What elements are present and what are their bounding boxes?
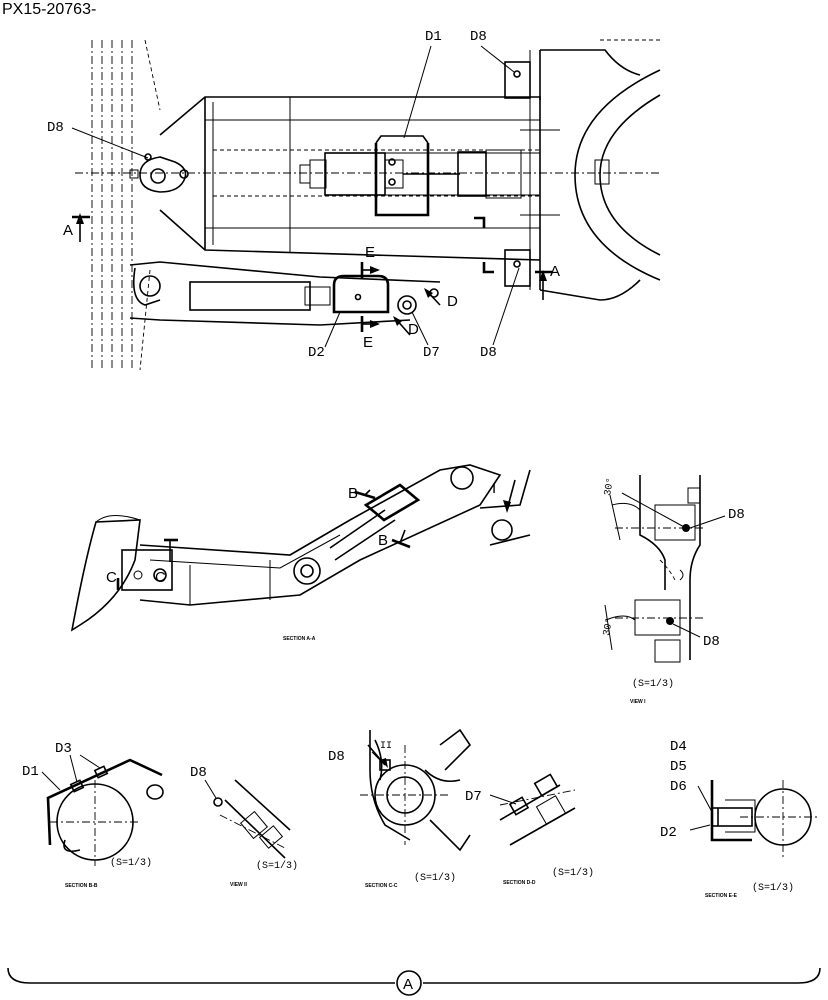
part-label-d2: D2 bbox=[308, 345, 325, 361]
section-cc-title: SECTION C-C bbox=[365, 883, 398, 889]
view1-angle-top: 30° bbox=[602, 477, 617, 497]
section-bb-title: SECTION B-B bbox=[65, 883, 98, 889]
section-bb-view: D3 D1 (S=1/3) SECTION B-B bbox=[22, 741, 164, 889]
section-mark-a-left: A bbox=[63, 222, 73, 239]
section-mark-e-bottom: E bbox=[363, 334, 373, 351]
part-label-d8-bottom: D8 bbox=[480, 345, 497, 361]
section-mark-b-lower: B bbox=[378, 532, 388, 549]
view-1: D8 D8 30° 30° (S=1/3) VIEW I bbox=[601, 475, 745, 705]
view1-part-d8-upper: D8 bbox=[728, 507, 745, 523]
bottom-brace: A bbox=[7, 967, 821, 996]
section-ee-part-d5: D5 bbox=[670, 759, 687, 775]
section-mark-e-top: E bbox=[365, 244, 375, 261]
section-mark-c-left: C bbox=[106, 569, 117, 586]
section-bb-part-d3: D3 bbox=[55, 741, 72, 757]
section-mark-d-right: D bbox=[447, 293, 458, 310]
section-ee-scale: (S=1/3) bbox=[752, 882, 794, 894]
section-ee-view: D4 D5 D6 D2 (S=1/3) SECTION E-E bbox=[660, 739, 820, 899]
part-label-d1: D1 bbox=[425, 29, 442, 45]
view2-scale: (S=1/3) bbox=[256, 860, 298, 872]
section-aa-view: B B C C I SECTION A-A bbox=[70, 464, 531, 642]
section-mark-c-right: C bbox=[155, 569, 166, 586]
section-mark-b-upper: B bbox=[348, 485, 358, 502]
section-dd-view: D7 (S=1/3) SECTION D-D bbox=[465, 773, 594, 886]
part-label-d7: D7 bbox=[423, 345, 440, 361]
document-id: PX15-20763- bbox=[2, 1, 97, 18]
view1-part-d8-lower: D8 bbox=[703, 634, 720, 650]
view2-part-d8: D8 bbox=[190, 765, 207, 781]
section-cc-part-d8: D8 bbox=[328, 749, 345, 765]
view-2-panel: D8 (S=1/3) VIEW II bbox=[190, 765, 298, 888]
section-cc-mark-ii: II bbox=[380, 741, 392, 752]
section-bb-part-d1: D1 bbox=[22, 764, 39, 780]
view2-title: VIEW II bbox=[230, 882, 248, 888]
section-ee-part-d6: D6 bbox=[670, 779, 687, 795]
section-dd-part-d7: D7 bbox=[465, 789, 482, 805]
section-dd-title: SECTION D-D bbox=[503, 880, 536, 886]
view1-scale: (S=1/3) bbox=[632, 678, 674, 690]
section-aa-title: SECTION A-A bbox=[283, 636, 316, 642]
section-ee-part-d2: D2 bbox=[660, 825, 677, 841]
section-mark-d-left: D bbox=[408, 321, 419, 338]
section-ee-title: SECTION E-E bbox=[705, 893, 738, 899]
section-mark-a-right: A bbox=[550, 263, 560, 280]
section-dd-scale: (S=1/3) bbox=[552, 867, 594, 879]
view1-angle-bottom: 30° bbox=[601, 617, 616, 637]
section-cc-scale: (S=1/3) bbox=[414, 872, 456, 884]
section-bb-scale: (S=1/3) bbox=[110, 857, 152, 869]
part-label-d8-top: D8 bbox=[470, 29, 487, 45]
part-label-d8-left: D8 bbox=[47, 120, 64, 136]
view1-title: VIEW I bbox=[630, 699, 646, 705]
view-mark-i: I bbox=[492, 480, 496, 497]
section-cc-view: D8 II (S=1/3) SECTION C-C bbox=[328, 728, 472, 889]
section-ee-part-d4: D4 bbox=[670, 739, 687, 755]
main-top-view: D1 D8 D8 D8 D2 D7 A A E E D D bbox=[47, 29, 661, 371]
callout-marker: A bbox=[403, 976, 413, 993]
